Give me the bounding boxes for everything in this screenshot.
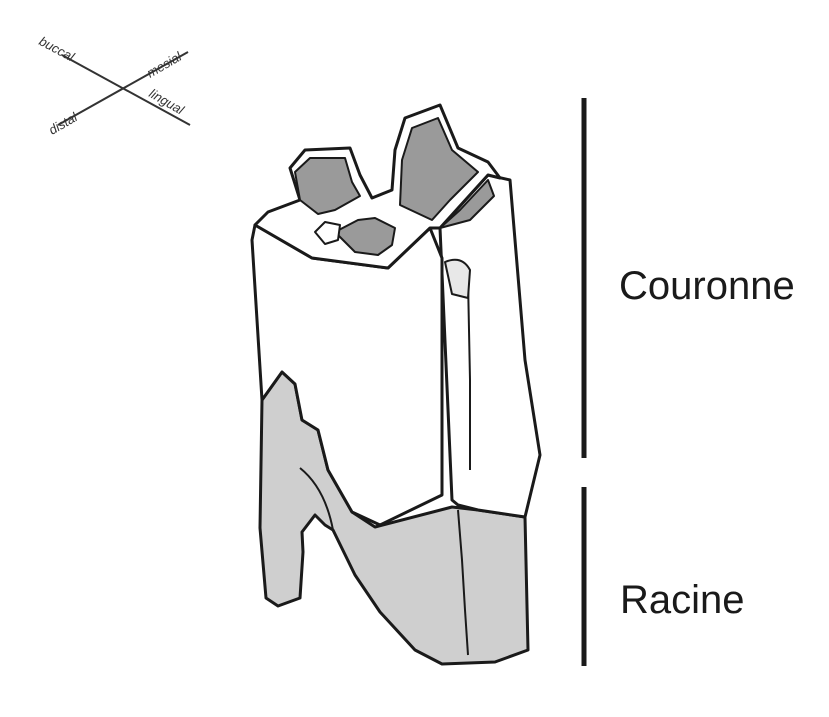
root-label: Racine: [620, 578, 745, 623]
crown-label: Couronne: [619, 264, 795, 309]
orientation-compass: buccal mesial distal lingual: [37, 33, 190, 137]
tooth-illustration: [252, 105, 540, 664]
compass-label-distal: distal: [46, 109, 81, 138]
compass-label-mesial: mesial: [144, 48, 185, 80]
compass-label-buccal: buccal: [37, 33, 78, 64]
crown-side-face: [440, 175, 540, 517]
